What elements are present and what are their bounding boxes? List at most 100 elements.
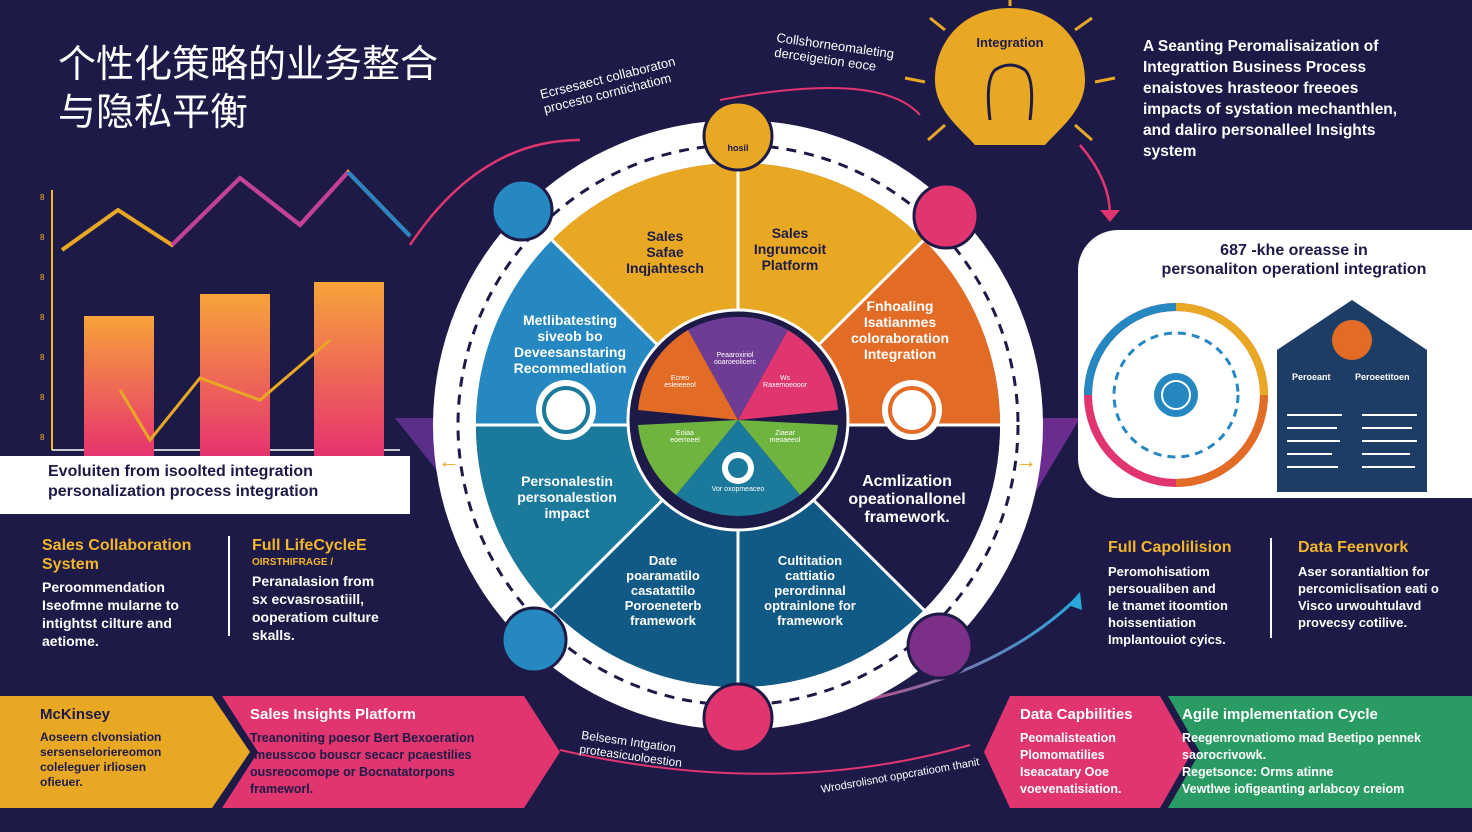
house-panel (1277, 300, 1427, 492)
banner-sales-insights (222, 696, 560, 808)
orbit-badge-top-left (490, 178, 554, 242)
house-col-header: Peroeant (1292, 372, 1331, 382)
bulb-label: Integration (976, 35, 1044, 50)
column-divider (228, 536, 230, 636)
sector-label-bottom-right: Cultitation cattiatio perordinnal optrai… (764, 553, 856, 628)
svg-text:8: 8 (40, 313, 45, 322)
banner-content-data: Data Capbilities Peomalisteation Plomoma… (1020, 706, 1170, 798)
sector-label-upper-right: Fnhoaling Isatianmes coloraboration Inte… (850, 298, 949, 362)
sector-label-top-right: Sales Ingrumcoit Platform (753, 225, 827, 273)
column-body: Aser sorantialtion for percomiclisation … (1298, 564, 1439, 630)
house-badge-icon (1332, 320, 1372, 360)
column-body: Peranalasion from sx ecvasrosatiill, oop… (252, 573, 379, 643)
arc-arrow-bottom (559, 744, 971, 775)
sector-label-upper-left: Metlibatesting siveob bo Deveesanstaring… (513, 312, 627, 376)
column-title: Full Capolilision (1108, 539, 1232, 556)
right-panel-graphics (1084, 300, 1427, 492)
top-right-description: A Seanting Peromalisaization of Integrat… (1143, 36, 1443, 162)
hub-label: Ecreo esleieeeol (664, 375, 696, 389)
left-band-line: personalization process integration (48, 483, 319, 500)
lightbulb-icon (904, 0, 1116, 179)
banner-body: Treanoniting poesor Bert Bexoeration tme… (250, 731, 475, 796)
banner-title: Agile implementation Cycle (1182, 706, 1378, 723)
page-title: 个性化策略的业务整合 与隐私平衡 (58, 42, 439, 134)
sector-label-top-left: Sales Safae Inqjahtesch (626, 228, 704, 276)
banner-agile (1168, 696, 1472, 808)
orbit-badge-bottom-left (500, 606, 568, 674)
svg-text:8: 8 (40, 233, 45, 242)
arc-arrow-top-left (408, 138, 581, 246)
banner-title: McKinsey (40, 706, 111, 723)
sector-label-lower-right: Acmlization opeationallonel framework. (848, 473, 966, 526)
column-body: Peromohisatiom persoualiben and Ie tname… (1108, 564, 1228, 647)
top-right-line: system (1143, 143, 1197, 160)
arc-arrow-top (719, 87, 921, 116)
orbit-badge-bottom (702, 682, 774, 754)
left-band-text: Evoluiten from isoolted integration pers… (48, 462, 318, 502)
svg-text:8: 8 (40, 193, 45, 202)
sector-label-bottom-left: Date poaramatilo casatattilo Poroeneterb… (624, 553, 702, 628)
right-arrow-icon: → (1015, 448, 1037, 473)
column-title: Full LifeCycleE (252, 537, 367, 554)
svg-text:8: 8 (40, 393, 45, 402)
orbit-badge-label: hosil (727, 143, 749, 153)
banner-content-mckinsey: McKinsey Aoseern clvonsiation sersenselo… (40, 706, 210, 790)
arrow-head (1068, 592, 1082, 610)
svg-text:8: 8 (40, 353, 45, 362)
left-band-line: Evoluiten from isoolted integration (48, 463, 313, 480)
banner-body: Aoseern clvonsiation sersenseloriereomon… (40, 730, 162, 789)
sector-label-lower-left: Personalestin personalestion impact (517, 473, 617, 521)
right-panel-headline: 687 -khe oreasse in personaliton operati… (1134, 241, 1454, 279)
arc-arrow-bulb (1079, 144, 1112, 216)
hub-label: Vor oxopmeaceo (711, 486, 765, 493)
banner-data-capabilities (984, 696, 1192, 808)
left-column-1: Sales Collaboration System Peroommendati… (42, 536, 242, 650)
column-divider (1270, 538, 1272, 638)
column-title: Sales Collaboration System (42, 537, 192, 573)
hub-label: Peaaroxiriol ooaroeolicerc (713, 352, 757, 366)
right-column-2: Data Feenvork Aser sorantialtion for per… (1298, 538, 1463, 631)
hub-label: Ws Raxemoeooor (763, 375, 807, 389)
right-column-1: Full Capolilision Peromohisatiom persoua… (1108, 538, 1278, 648)
top-right-line: and daliro personalleel Insights (1143, 122, 1376, 139)
left-arrow-icon: ← (438, 448, 460, 473)
banner-title: Data Capbilities (1020, 706, 1133, 723)
chart-line-blue (346, 170, 412, 238)
house-col-header: Peroeetitoen (1355, 372, 1410, 382)
globe-icon (1154, 373, 1198, 417)
banner-mckinsey (0, 696, 250, 808)
left-column-2: Full LifeCycleE OIRSTHIFRAGE / Peranalas… (252, 536, 452, 644)
top-right-line: Integrattion Business Process (1143, 59, 1367, 76)
banner-title: Sales Insights Platform (250, 706, 416, 723)
chart-line-magenta (170, 170, 350, 247)
column-body: Peroommendation Iseofmne mularne to inti… (42, 579, 179, 649)
banner-body: Reegenrovnatiomo mad Beetipo pennek saor… (1182, 731, 1421, 796)
svg-text:8: 8 (40, 273, 45, 282)
headline-line: personaliton operationl integration (1161, 261, 1427, 278)
orbit-badge-top-right (912, 182, 980, 250)
arrow-head (1100, 210, 1120, 222)
headline-line: 687 -khe oreasse in (1220, 242, 1368, 259)
bottom-banners (0, 696, 1472, 808)
banner-content-agile: Agile implementation Cycle Reegenrovnati… (1182, 706, 1462, 798)
hub-center-dot (728, 458, 748, 478)
house-text-lines (1287, 414, 1417, 468)
banner-body: Peomalisteation Plomomatilies Iseacatary… (1020, 731, 1122, 796)
top-right-line: A Seanting Peromalisaization of (1143, 38, 1379, 55)
top-right-line: impacts of systation mechanthlen, (1143, 101, 1398, 118)
chart-bar-2 (200, 294, 270, 456)
column-subtitle: OIRSTHIFRAGE / (252, 557, 334, 568)
svg-text:8: 8 (40, 433, 45, 442)
chart-trend-line (118, 338, 331, 443)
column-title: Data Feenvork (1298, 539, 1409, 556)
orbit-badge-bottom-right (906, 612, 974, 680)
chart-bar-1 (84, 316, 154, 456)
orbit-badge-top (702, 100, 774, 172)
hub-label: Ziaear meoaeeol (769, 430, 801, 444)
chart-axis-ticks: 8 8 8 8 8 8 8 (40, 193, 45, 442)
chart-bar-3 (314, 282, 384, 456)
top-right-line: enaistoves hrasteoor freeoes (1143, 80, 1359, 97)
left-band (0, 456, 410, 514)
hub-label: Eoiaa eoerroeel (670, 430, 700, 444)
